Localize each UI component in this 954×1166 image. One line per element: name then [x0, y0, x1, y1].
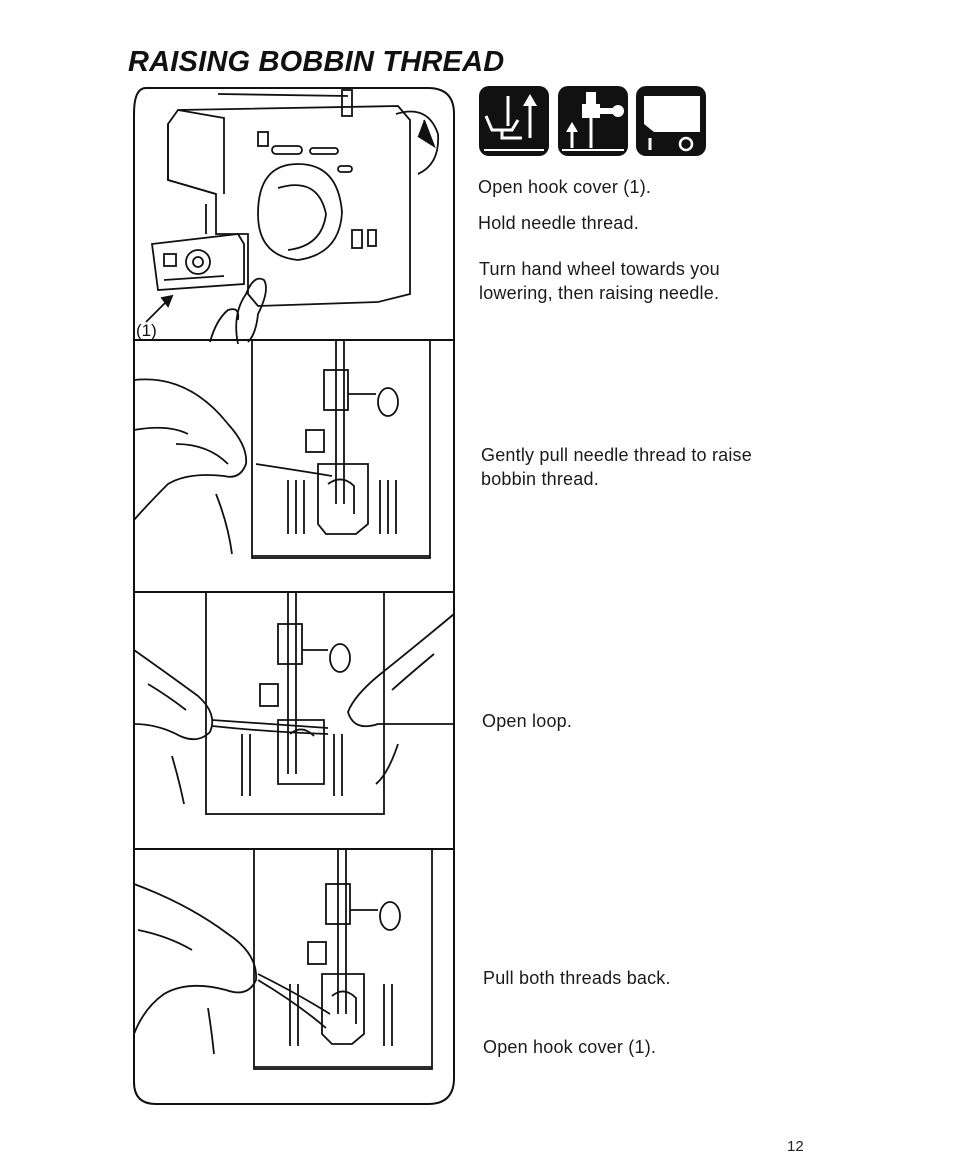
page-number: 12 — [787, 1138, 804, 1155]
pull-needle-thread-illustration — [133, 339, 431, 559]
step-text: Pull both threads back. — [483, 968, 671, 988]
sewing-machine-illustration — [145, 89, 440, 345]
callout-label: (1) — [136, 321, 157, 340]
step-text: Open hook cover (1). — [483, 1037, 657, 1057]
power-switch-icon — [636, 86, 706, 156]
step-text: Gently pull needle thread to raise bobbi… — [481, 445, 752, 489]
step-text: Open hook cover (1). — [478, 177, 652, 197]
needle-up-icon — [558, 86, 628, 156]
pull-threads-back-illustration — [133, 848, 433, 1070]
illustration-frame: (1) — [133, 87, 455, 1105]
step-text: Open loop. — [482, 711, 573, 731]
step-text: Turn hand wheel towards you lowering, th… — [479, 259, 720, 303]
page-title: RAISING BOBBIN THREAD — [128, 46, 505, 78]
step-text: Hold needle thread. — [478, 213, 639, 233]
open-loop-illustration — [133, 591, 455, 815]
icon-row — [478, 86, 708, 160]
illustration-column: (1) — [128, 84, 456, 1106]
presser-foot-up-icon — [479, 86, 549, 156]
